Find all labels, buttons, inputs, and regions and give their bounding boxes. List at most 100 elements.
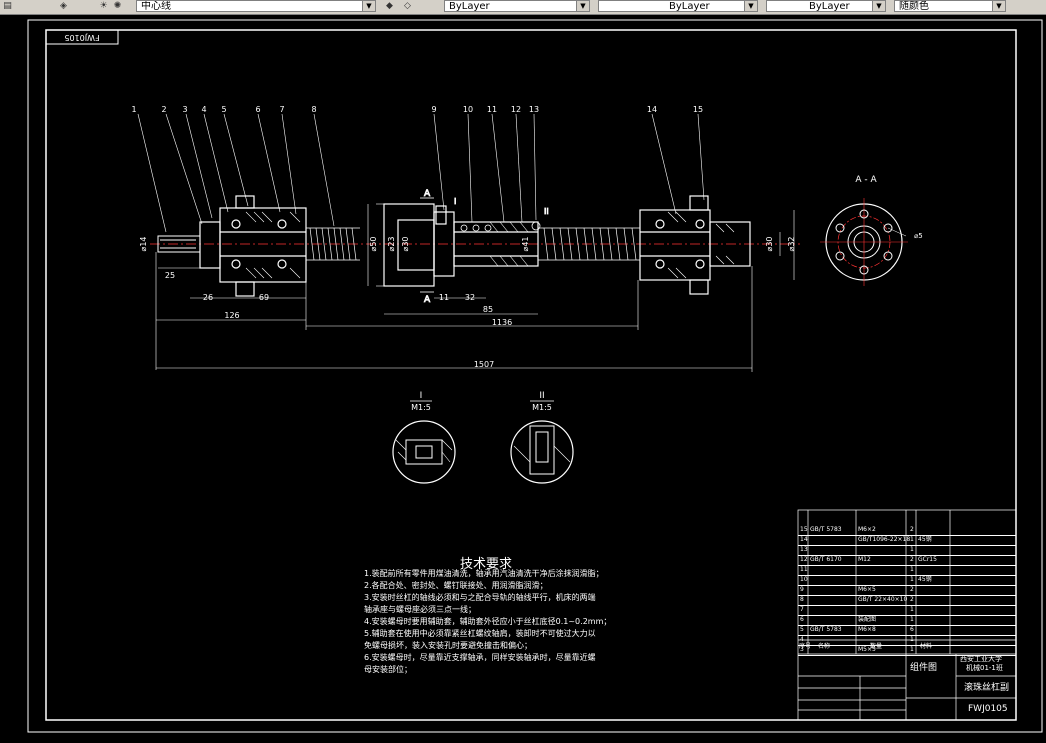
row-qty: 1	[910, 576, 914, 583]
tech-item: 母安装部位；	[364, 665, 412, 674]
lineweight-dropdown[interactable]: ByLayer ▼	[766, 0, 886, 12]
detail-1-name: I	[420, 391, 423, 401]
chevron-down-icon[interactable]: ▼	[576, 1, 589, 11]
layer-dropdown[interactable]: 中心线 ▼	[136, 0, 376, 12]
corner-label-box	[45, 29, 119, 45]
part-number: 14	[647, 105, 657, 114]
row-number: 9	[800, 586, 804, 593]
row-material: 45钢	[918, 576, 932, 583]
part-number: 9	[431, 105, 436, 114]
layer-states-icon[interactable]: ◈	[60, 1, 67, 11]
plotstyle-value: 随颜色	[899, 1, 929, 12]
chevron-down-icon[interactable]: ▼	[872, 1, 885, 11]
outer-border	[27, 19, 1043, 733]
linetype-value: ByLayer	[669, 1, 710, 12]
row-qty: 1	[910, 646, 914, 653]
row-qty: 1	[910, 636, 914, 643]
row-qty: 1	[910, 536, 914, 543]
lightbulb-icon[interactable]: ☀	[99, 1, 108, 11]
section-view-a-a: A - A ⌀5	[820, 175, 923, 286]
color-value: ByLayer	[449, 1, 490, 12]
row-name: GB/T 5783	[810, 626, 842, 633]
section-a-bottom: A	[424, 295, 431, 305]
row-qty: 6	[910, 626, 914, 633]
lineweight-value: ByLayer	[809, 1, 850, 12]
section-label: A - A	[855, 175, 877, 185]
row-number: 7	[800, 606, 804, 613]
detail-2-name: II	[539, 391, 544, 401]
drawing-canvas[interactable]: FWJ0105	[0, 15, 1046, 739]
row-number: 13	[800, 546, 808, 553]
row-number: 15	[800, 526, 808, 533]
sun-icon[interactable]: ✺	[113, 1, 122, 11]
class-name: 机械01-1班	[966, 664, 1003, 672]
layer-previous-icon[interactable]: ◇	[404, 1, 411, 11]
tech-item: 免螺母损坏，装入安装孔时要避免撞击和偏心；	[364, 641, 532, 650]
drawing-type: 组件图	[910, 663, 938, 673]
part-number: 2	[161, 105, 166, 114]
layer-manager-icon[interactable]: ▤	[3, 1, 12, 11]
corner-label: FWJ0105	[64, 33, 99, 42]
tech-item: 4.安装螺母时要用辅助套，辅助套外径应小于丝杠底径0.1~0.2mm；	[364, 617, 612, 626]
linetype-dropdown[interactable]: ByLayer ▼	[598, 0, 758, 12]
part-number: 13	[529, 105, 539, 114]
dim-1136: 1136	[492, 318, 512, 327]
tech-item: 3.安装时丝杠的轴线必须和与之配合导轨的轴线平行，机床的两端	[364, 593, 596, 602]
row-qty: 1	[910, 546, 914, 553]
dim-d41: ⌀41	[521, 237, 530, 252]
chevron-down-icon[interactable]: ▼	[744, 1, 757, 11]
chevron-down-icon[interactable]: ▼	[992, 1, 1005, 11]
row-qty: 2	[910, 526, 914, 533]
row-number: 10	[800, 576, 808, 583]
detail-1-scale: M1:5	[411, 403, 431, 412]
tech-item: 2.各配合处、密封处、螺钉联接处、用润滑脂润滑；	[364, 581, 548, 590]
row-qty: 1	[910, 566, 914, 573]
row-spec: GB/T 22×40×10	[858, 596, 908, 603]
drawing-svg: FWJ0105	[27, 19, 1043, 733]
title-block-row: 10 1 45钢	[798, 575, 1016, 586]
title-block-row: 13 1	[798, 545, 1016, 556]
nut-balls	[460, 221, 541, 232]
dim-11: 11	[439, 293, 449, 302]
tech-item: 6.安装螺母时，尽量靠近支撑轴承，同样安装轴承时，尽量靠近螺	[364, 653, 596, 662]
part-number: 10	[463, 105, 473, 114]
dimension-texts: ⌀14 25 26 69 126 ⌀50 ⌀23 ⌀30 ⌀41 11 32 8…	[139, 237, 796, 370]
plotstyle-dropdown[interactable]: 随颜色 ▼	[894, 0, 1006, 12]
marker-i: I	[454, 197, 456, 206]
marker-ii: II	[544, 207, 549, 216]
tech-item: 5.辅助套在使用中必须靠紧丝杠螺纹轴肩，装卸时不可使过大力以	[364, 629, 596, 638]
row-qty: 2	[910, 586, 914, 593]
part-number: 6	[255, 105, 260, 114]
row-number: 5	[800, 626, 804, 633]
part-number: 5	[221, 105, 226, 114]
row-number: 14	[800, 536, 808, 543]
dim-d30a: ⌀30	[401, 237, 410, 252]
main-screw-thread	[538, 227, 640, 261]
tech-item: 1.装配前所有零件用煤油清洗，轴承用汽油清洗干净后涂抹润滑脂；	[364, 569, 604, 578]
color-dropdown[interactable]: ByLayer ▼	[444, 0, 590, 12]
dimension-lines	[155, 203, 795, 372]
chevron-down-icon[interactable]: ▼	[362, 1, 375, 11]
tech-title: 技术要求	[460, 557, 513, 572]
dim-25: 25	[165, 271, 175, 280]
dim-d14: ⌀14	[139, 237, 148, 252]
row-qty: 1	[910, 616, 914, 623]
properties-toolbar: ▤ ◈ ☀ ✺ 中心线 ▼ ◆ ◇ ByLayer ▼ ByLayer ▼ By…	[0, 0, 1046, 15]
row-spec: 装配图	[858, 616, 877, 623]
make-current-icon[interactable]: ◆	[386, 1, 393, 11]
row-name: GB/T 6170	[810, 556, 842, 563]
part-number-labels: 1 2 3 4 5 6 7 8 9 10 11 12 13 14 15	[131, 105, 703, 114]
dim-d23: ⌀23	[387, 237, 396, 252]
detail-view-ii: II M1:5	[510, 391, 574, 484]
row-qty: 2	[910, 596, 914, 603]
right-hatch	[667, 211, 735, 279]
detail-view-i: I M1:5	[392, 391, 456, 484]
header-seq: 序号	[799, 643, 812, 650]
row-number: 8	[800, 596, 804, 603]
part-title: 滚珠丝杠副	[964, 683, 1010, 693]
